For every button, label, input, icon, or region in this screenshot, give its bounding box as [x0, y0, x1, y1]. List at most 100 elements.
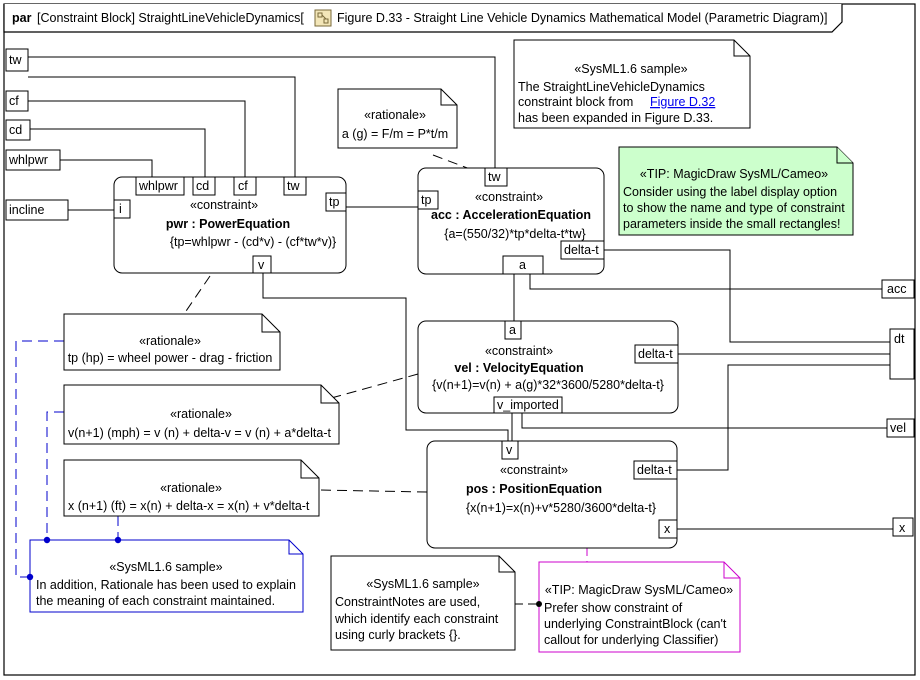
connector-tw: [28, 56, 496, 168]
svg-text:pos : PositionEquation: pos : PositionEquation: [466, 482, 602, 496]
svg-text:a: a: [509, 323, 516, 337]
svg-text:«TIP: MagicDraw SysML/Cameo»: «TIP: MagicDraw SysML/Cameo»: [640, 167, 828, 181]
svg-text:x: x: [664, 522, 671, 536]
svg-text:constraint block from: constraint block from: [518, 95, 633, 109]
port-pwr-v[interactable]: v: [252, 255, 272, 274]
note-rationale-vel[interactable]: «rationale» v(n+1) (mph) = v (n) + delta…: [63, 384, 340, 445]
svg-text:«SysML1.6 sample»: «SysML1.6 sample»: [366, 577, 479, 591]
svg-text:«TIP: MagicDraw SysML/Cameo»: «TIP: MagicDraw SysML/Cameo»: [545, 583, 733, 597]
port-pwr-whlpwr[interactable]: whlpwr: [135, 176, 185, 196]
svg-text:tp: tp: [421, 193, 431, 207]
connector-acc: [529, 274, 882, 290]
port-pwr-cd[interactable]: cd: [192, 176, 216, 196]
svg-text:cf: cf: [238, 179, 248, 193]
svg-text:tw: tw: [287, 179, 300, 193]
constraint-pwr[interactable]: «constraint» pwr : PowerEquation {tp=whl…: [113, 176, 347, 274]
svg-text:«SysML1.6 sample»: «SysML1.6 sample»: [574, 62, 687, 76]
svg-text:«constraint»: «constraint»: [500, 463, 568, 477]
svg-text:cd: cd: [9, 123, 22, 137]
svg-text:{v(n+1)=v(n) + a(g)*32*3600/52: {v(n+1)=v(n) + a(g)*32*3600/5280*delta-t…: [432, 378, 664, 392]
svg-text:v: v: [506, 443, 513, 457]
port-pwr-i[interactable]: i: [113, 199, 131, 219]
port-pos-v[interactable]: v: [501, 440, 519, 460]
note-sysml-rationale[interactable]: «SysML1.6 sample» In addition, Rationale…: [29, 539, 304, 613]
port-pos-x[interactable]: x: [658, 519, 678, 539]
svg-text:vel : VelocityEquation: vel : VelocityEquation: [454, 361, 583, 375]
port-vel-delta-t[interactable]: delta-t: [634, 344, 679, 364]
frame-title-figure: Figure D.33 - Straight Line Vehicle Dyna…: [337, 11, 827, 25]
note-rationale-pwr[interactable]: «rationale» tp (hp) = wheel power - drag…: [63, 313, 281, 371]
port-acc-tw[interactable]: tw: [484, 167, 508, 187]
port-pwr-tp[interactable]: tp: [325, 192, 347, 212]
svg-text:delta-t: delta-t: [638, 347, 673, 361]
port-vel-a[interactable]: a: [504, 320, 522, 340]
figure-d32-link[interactable]: Figure D.32: [650, 95, 715, 109]
connector-dt-acc: [604, 249, 890, 343]
svg-text:to show the name and type of c: to show the name and type of constraint: [623, 201, 845, 215]
note-rationale-acc[interactable]: «rationale» a (g) = F/m = P*t/m: [337, 88, 458, 149]
port-pwr-cf[interactable]: cf: [233, 176, 257, 196]
svg-text:cf: cf: [9, 94, 19, 108]
svg-text:In addition, Rationale has bee: In addition, Rationale has been used to …: [36, 578, 296, 592]
svg-text:has been expanded in Figure D.: has been expanded in Figure D.33.: [518, 111, 713, 125]
port-pwr-tw[interactable]: tw: [283, 176, 307, 196]
param-tw[interactable]: tw: [5, 48, 29, 72]
note-sysml-constraintnotes[interactable]: «SysML1.6 sample» ConstraintNotes are us…: [330, 555, 516, 651]
svg-text:«constraint»: «constraint»: [190, 198, 258, 212]
svg-text:{a=(550/32)*tp*delta-t*tw}: {a=(550/32)*tp*delta-t*tw}: [444, 227, 585, 241]
frame-header-tab: [3, 4, 843, 33]
param-vel[interactable]: vel: [886, 418, 915, 438]
param-cf[interactable]: cf: [5, 90, 29, 112]
svg-text:delta-t: delta-t: [637, 463, 672, 477]
note-tip-label-display[interactable]: «TIP: MagicDraw SysML/Cameo» Consider us…: [618, 146, 854, 236]
sysml-rationale-anchors: [15, 340, 119, 578]
svg-text:acc: acc: [887, 282, 906, 296]
svg-text:a (g) = F/m = P*t/m: a (g) = F/m = P*t/m: [342, 127, 448, 141]
diagram-type-icon[interactable]: [314, 9, 332, 27]
svg-text:underlying ConstraintBlock (ca: underlying ConstraintBlock (can't: [544, 617, 727, 631]
svg-text:v(n+1) (mph) = v (n) + delta-v: v(n+1) (mph) = v (n) + delta-v = v (n) +…: [68, 426, 331, 440]
note-tip-show-constraint[interactable]: «TIP: MagicDraw SysML/Cameo» Prefer show…: [538, 561, 741, 653]
svg-text:x: x: [899, 521, 906, 535]
svg-text:a: a: [519, 258, 526, 272]
constraint-pos[interactable]: «constraint» pos : PositionEquation {x(n…: [426, 440, 678, 549]
blue-anchor-dots: [26, 536, 122, 581]
port-acc-tp[interactable]: tp: [417, 190, 439, 210]
port-vel-v-imported[interactable]: v_imported: [493, 396, 563, 414]
svg-text:whlpwr: whlpwr: [138, 179, 178, 193]
svg-text:«constraint»: «constraint»: [485, 344, 553, 358]
param-acc[interactable]: acc: [881, 279, 915, 299]
svg-text:whlpwr: whlpwr: [8, 153, 48, 167]
param-x[interactable]: x: [892, 517, 914, 537]
svg-text:parameters inside the small re: parameters inside the small rectangles!: [623, 217, 840, 231]
connector-tw-pwr: [28, 76, 296, 177]
constraint-vel[interactable]: «constraint» vel : VelocityEquation {v(n…: [417, 320, 679, 414]
port-acc-delta-t[interactable]: delta-t: [560, 240, 605, 260]
param-whlpwr[interactable]: whlpwr: [5, 149, 61, 171]
connector-vel: [521, 413, 887, 429]
frame-title-prefix: [Constraint Block] StraightLineVehicleDy…: [37, 11, 304, 25]
svg-text:Consider using the label displ: Consider using the label display option: [623, 185, 837, 199]
svg-text:«constraint»: «constraint»: [475, 190, 543, 204]
param-incline[interactable]: incline: [5, 199, 69, 221]
note-rationale-pos[interactable]: «rationale» x (n+1) (ft) = x(n) + delta-…: [63, 459, 320, 517]
note-sysml-top[interactable]: «SysML1.6 sample» The StraightLineVehicl…: [513, 39, 751, 129]
svg-text:dt: dt: [894, 332, 905, 346]
svg-text:The StraightLineVehicleDynamic: The StraightLineVehicleDynamics: [518, 80, 705, 94]
svg-text:callout for underlying Classif: callout for underlying Classifier): [544, 633, 718, 647]
connector-cd: [28, 128, 206, 177]
connector-v: [262, 273, 509, 441]
param-dt[interactable]: dt: [889, 328, 915, 380]
binding-connectors: [28, 56, 893, 530]
port-acc-a[interactable]: a: [502, 255, 544, 275]
constraint-acc[interactable]: «constraint» acc : AccelerationEquation …: [417, 167, 605, 275]
svg-text:Prefer show constraint of: Prefer show constraint of: [544, 601, 683, 615]
frame-kind: par: [12, 11, 32, 25]
port-pos-delta-t[interactable]: delta-t: [633, 460, 678, 480]
constraintnotes-anchor-dot: [536, 601, 542, 607]
param-cd[interactable]: cd: [5, 119, 31, 141]
svg-text:v: v: [258, 258, 265, 272]
svg-text:the meaning of each constraint: the meaning of each constraint maintaine…: [36, 594, 275, 608]
svg-text:«rationale»: «rationale»: [364, 108, 426, 122]
